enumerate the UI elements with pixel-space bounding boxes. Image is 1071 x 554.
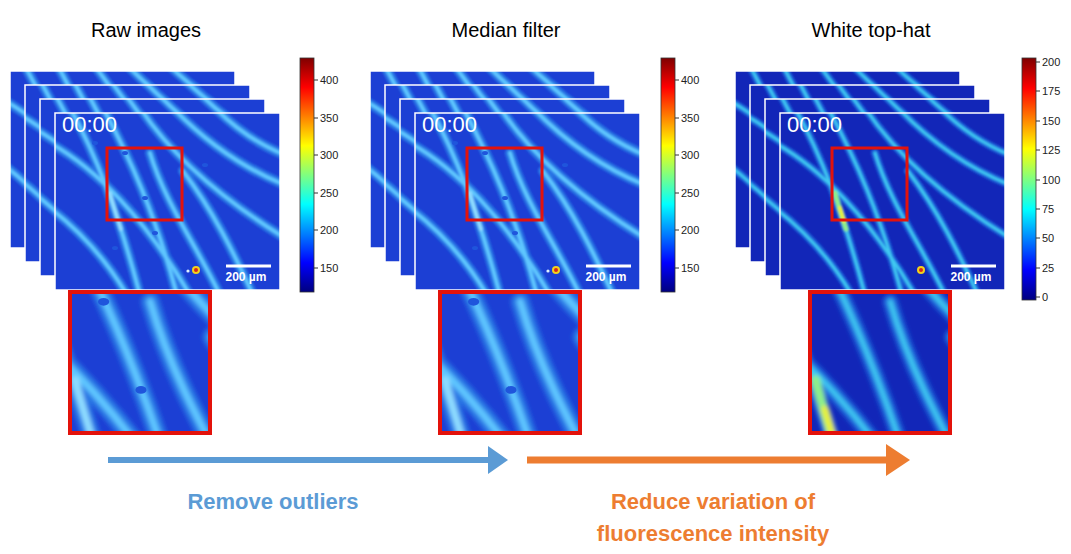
image-stack bbox=[775, 108, 1010, 295]
colorbar-tick: 200 bbox=[320, 223, 338, 237]
colorbar bbox=[675, 193, 679, 194]
colorbar-tick: 400 bbox=[320, 73, 338, 87]
step-label: Reduce variation of fluorescence intensi… bbox=[563, 486, 863, 550]
timestamp: 00:00 bbox=[422, 113, 477, 137]
colorbar bbox=[661, 58, 675, 292]
image-stack bbox=[365, 66, 645, 295]
colorbar bbox=[1022, 58, 1040, 300]
colorbar bbox=[300, 58, 318, 292]
colorbar bbox=[300, 58, 314, 292]
colorbar bbox=[1036, 268, 1040, 269]
scale-bar-label: 200 µm bbox=[570, 270, 642, 284]
colorbar-tick: 125 bbox=[1042, 143, 1060, 157]
colorbar bbox=[1036, 150, 1040, 151]
image-stack bbox=[415, 113, 640, 290]
colorbar bbox=[1036, 297, 1040, 298]
colorbar bbox=[314, 118, 318, 119]
scale-bar-label: 200 µm bbox=[210, 270, 282, 284]
colorbar-tick: 300 bbox=[681, 148, 699, 162]
process-arrow bbox=[108, 457, 492, 463]
colorbar bbox=[675, 230, 679, 231]
colorbar bbox=[314, 155, 318, 156]
colorbar-tick: 400 bbox=[681, 73, 699, 87]
process-arrow bbox=[527, 444, 910, 476]
zoom-inset bbox=[440, 292, 580, 433]
image-stack bbox=[107, 148, 182, 220]
process-arrow bbox=[488, 446, 508, 474]
image-stack bbox=[730, 66, 1010, 295]
colorbar bbox=[1036, 62, 1040, 63]
process-arrow bbox=[108, 446, 508, 474]
timestamp: 00:00 bbox=[787, 113, 842, 137]
image-stack bbox=[951, 265, 996, 268]
image-stack bbox=[410, 108, 645, 295]
colorbar bbox=[675, 268, 679, 269]
image-panel: Median filter 00:00 200 µm bbox=[370, 8, 642, 292]
colorbar bbox=[314, 268, 318, 269]
colorbar bbox=[1036, 209, 1040, 210]
image-stack bbox=[586, 265, 631, 268]
colorbar bbox=[675, 80, 679, 81]
colorbar-tick: 150 bbox=[681, 261, 699, 275]
colorbar-tick: 200 bbox=[1042, 55, 1060, 69]
process-arrow bbox=[886, 444, 910, 476]
panel-title: Raw images bbox=[10, 18, 282, 42]
colorbar bbox=[661, 58, 679, 292]
image-stack bbox=[467, 148, 542, 220]
colorbar bbox=[1036, 62, 1040, 297]
colorbar-tick: 175 bbox=[1042, 84, 1060, 98]
image-stack bbox=[5, 66, 285, 295]
colorbar bbox=[675, 155, 679, 156]
colorbar-tick: 300 bbox=[320, 148, 338, 162]
colorbar-tick: 150 bbox=[1042, 114, 1060, 128]
colorbar bbox=[1036, 180, 1040, 181]
step-label: Remove outliers bbox=[123, 486, 423, 518]
colorbar bbox=[1036, 121, 1040, 122]
image-stack bbox=[226, 265, 271, 268]
colorbar bbox=[675, 118, 679, 119]
image-stack bbox=[55, 113, 280, 290]
colorbar bbox=[314, 193, 318, 194]
image-stack bbox=[780, 113, 1005, 290]
colorbar-tick: 250 bbox=[681, 186, 699, 200]
colorbar bbox=[314, 230, 318, 231]
image-panel: White top-hat 00:00 200 µm bbox=[735, 8, 1007, 292]
scale-bar-label: 200 µm bbox=[935, 270, 1007, 284]
colorbar-tick: 350 bbox=[320, 111, 338, 125]
colorbar-tick: 75 bbox=[1042, 202, 1054, 216]
colorbar bbox=[1036, 238, 1040, 239]
image-panel: Raw images 00:00 200 µm bbox=[10, 8, 282, 292]
process-arrow bbox=[527, 457, 890, 464]
colorbar-tick: 100 bbox=[1042, 173, 1060, 187]
image-stack bbox=[50, 108, 285, 295]
panel-title: Median filter bbox=[370, 18, 642, 42]
colorbar bbox=[314, 80, 318, 81]
colorbar-tick: 250 bbox=[320, 186, 338, 200]
colorbar-tick: 0 bbox=[1042, 290, 1048, 304]
panel-title: White top-hat bbox=[735, 18, 1007, 42]
colorbar-tick: 200 bbox=[681, 223, 699, 237]
zoom-inset bbox=[810, 292, 950, 433]
colorbar-tick: 25 bbox=[1042, 261, 1054, 275]
colorbar-tick: 150 bbox=[320, 261, 338, 275]
timestamp: 00:00 bbox=[62, 113, 117, 137]
colorbar bbox=[1022, 58, 1036, 300]
image-stack bbox=[832, 148, 907, 220]
zoom-inset bbox=[70, 292, 210, 433]
colorbar-tick: 350 bbox=[681, 111, 699, 125]
colorbar-tick: 50 bbox=[1042, 231, 1054, 245]
colorbar bbox=[1036, 91, 1040, 92]
colorbar bbox=[314, 80, 318, 268]
colorbar bbox=[675, 80, 679, 268]
